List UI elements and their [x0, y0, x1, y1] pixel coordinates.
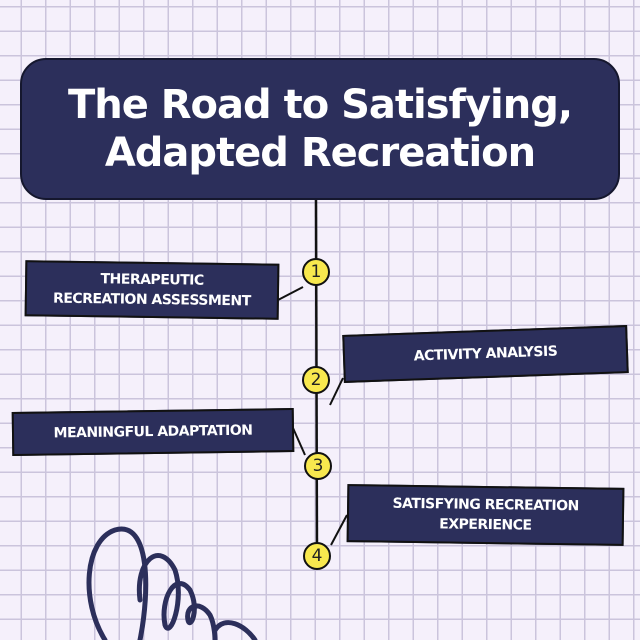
- connector-4: [330, 514, 348, 546]
- step-2-label: ACTIVITY ANALYSIS: [413, 343, 558, 365]
- page-title: The Road to Satisfying,Adapted Recreatio…: [67, 81, 573, 177]
- step-2-number-badge: 2: [302, 366, 330, 394]
- step-3-label: MEANINGFUL ADAPTATION: [53, 422, 253, 442]
- connector-2: [329, 377, 344, 406]
- connector-3: [292, 427, 306, 456]
- step-2-box: ACTIVITY ANALYSIS: [342, 325, 629, 383]
- step-3-number-badge: 3: [304, 452, 332, 480]
- scribble-decoration: [86, 526, 258, 640]
- title-line-2: Adapted Recreation: [104, 130, 536, 176]
- step-1-box: THERAPEUTIC RECREATION ASSESSMENT: [24, 260, 280, 320]
- step-4-label: SATISFYING RECREATION EXPERIENCE: [392, 495, 579, 534]
- step-3-box: MEANINGFUL ADAPTATION: [11, 408, 295, 456]
- step-4-box: SATISFYING RECREATION EXPERIENCE: [346, 484, 625, 546]
- connector-1: [277, 286, 304, 301]
- title-line-1: The Road to Satisfying,: [67, 82, 573, 128]
- step-1-label: THERAPEUTIC RECREATION ASSESSMENT: [52, 271, 251, 310]
- title-box: The Road to Satisfying,Adapted Recreatio…: [20, 58, 620, 200]
- step-4-number-badge: 4: [303, 542, 331, 570]
- step-1-number-badge: 1: [302, 258, 330, 286]
